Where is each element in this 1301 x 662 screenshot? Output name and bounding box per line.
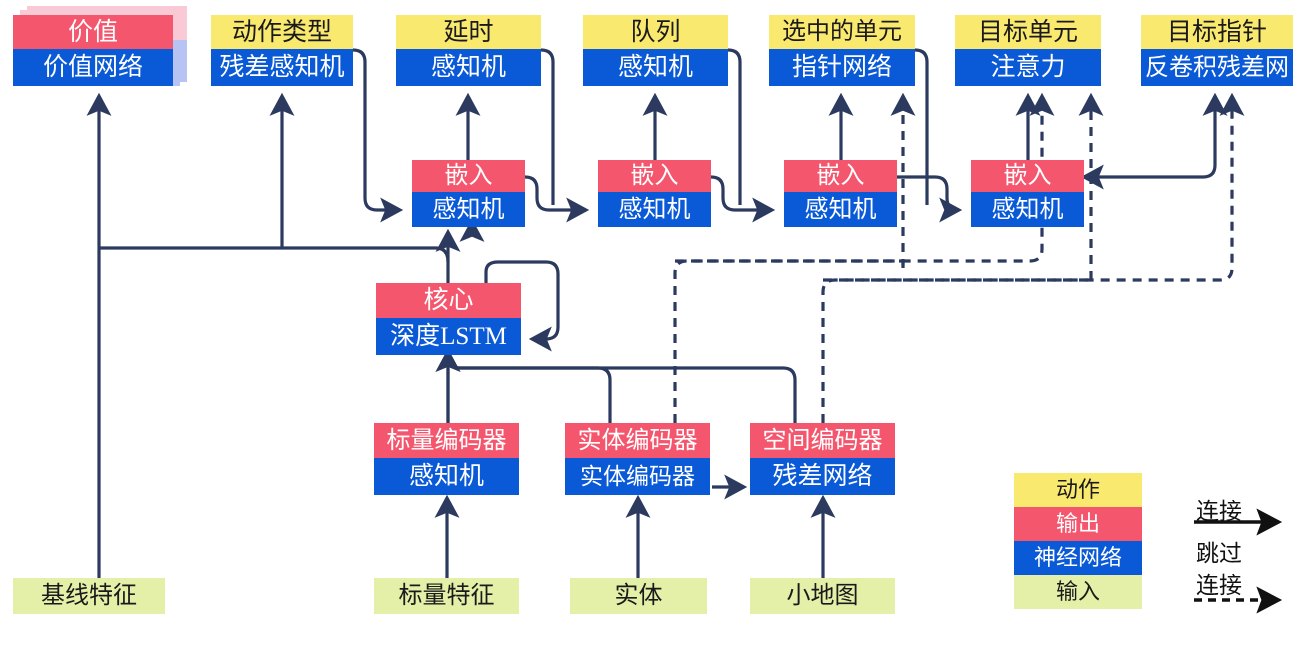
embed-4-net-label: 感知机 [971,192,1084,227]
head-queue-net-label: 感知机 [583,49,728,86]
head-queue-action-label: 队列 [583,15,728,49]
head-target-unit-action-label: 目标单元 [955,15,1101,49]
legend-color-key: 动作 输出 神经网络 输入 [1014,473,1142,609]
scalar-encoder[interactable]: 标量编码器 感知机 [374,423,519,495]
head-delay-action-label: 延时 [396,15,541,49]
entity-encoder-output-label: 实体编码器 [565,423,710,458]
wire-selected-units-down [914,48,929,205]
head-value-net-label: 价值网络 [13,49,173,86]
legend-row-input: 输入 [1014,575,1142,609]
spatial-encoder[interactable]: 空间编码器 残差网络 [750,423,895,495]
input-minimap[interactable]: 小地图 [750,578,895,614]
embed-2-output-label: 嵌入 [598,160,711,192]
head-action-type-net-label: 残差感知机 [211,49,353,86]
core-node[interactable]: 核心 深度LSTM [376,283,521,355]
head-selected-units-action-label: 选中的单元 [769,15,915,49]
head-value[interactable]: 价值 价值网络 [13,6,187,86]
embed-1[interactable]: 嵌入 感知机 [412,160,525,227]
embed-3[interactable]: 嵌入 感知机 [784,160,897,227]
head-target-unit-net-label: 注意力 [955,49,1101,86]
legend-row-network: 神经网络 [1014,541,1142,575]
embed-4[interactable]: 嵌入 感知机 [971,160,1084,227]
input-scalar-features[interactable]: 标量特征 [374,578,519,614]
wire-spatial-encoder-to-core [435,348,797,423]
embed-1-net-label: 感知机 [412,192,525,227]
head-queue[interactable]: 队列 感知机 [583,15,728,86]
head-target-point[interactable]: 目标指针 反卷积残差网 [1141,15,1293,86]
legend-row-output: 输出 [1014,507,1142,541]
head-delay-net-label: 感知机 [396,49,541,86]
core-net-label: 深度LSTM [376,318,521,355]
wire-embed2-to-embed3 [710,175,776,223]
legend-connect-label: 连接 [1196,499,1242,524]
embed-2[interactable]: 嵌入 感知机 [598,160,711,227]
wire-core-to-left-bus [99,246,450,263]
entity-encoder-net-label: 实体编码器 [565,458,710,495]
core-output-label: 核心 [376,283,521,318]
head-selected-units[interactable]: 选中的单元 指针网络 [769,15,915,86]
embed-3-output-label: 嵌入 [784,160,897,192]
wire-core-self-loop [484,260,560,352]
wire-delay-down [540,48,555,205]
wire-action-type-to-embed1 [352,48,404,223]
head-value-action-label: 价值 [13,15,173,49]
embed-3-net-label: 感知机 [784,192,897,227]
head-action-type[interactable]: 动作类型 残差感知机 [211,15,353,86]
embed-2-net-label: 感知机 [598,192,711,227]
legend-skip-label-line1: 跳过 [1196,541,1242,566]
wire-embed4-to-target-point [1084,92,1228,179]
input-baseline-features[interactable]: 基线特征 [13,578,165,614]
head-action-type-action-label: 动作类型 [211,15,353,49]
wire-embed3-to-embed4 [897,175,963,223]
head-target-point-net-label: 反卷积残差网 [1141,49,1293,86]
embed-1-output-label: 嵌入 [412,160,525,192]
skip-bus-a [675,259,905,268]
wire-queue-down [727,48,742,205]
skip-spatial-to-target-point [821,92,1245,423]
wire-embed1-to-embed2 [524,175,590,223]
spatial-encoder-output-label: 空间编码器 [750,423,895,458]
legend-row-action: 动作 [1014,473,1142,507]
spatial-encoder-net-label: 残差网络 [750,458,895,495]
legend-skip-label-line2: 连接 [1196,573,1242,598]
scalar-encoder-net-label: 感知机 [374,458,519,495]
head-target-point-action-label: 目标指针 [1141,15,1293,49]
input-entities[interactable]: 实体 [570,578,707,614]
scalar-encoder-output-label: 标量编码器 [374,423,519,458]
head-delay[interactable]: 延时 感知机 [396,15,541,86]
head-target-unit[interactable]: 目标单元 注意力 [955,15,1101,86]
embed-4-output-label: 嵌入 [971,160,1084,192]
head-selected-units-net-label: 指针网络 [769,49,915,86]
entity-encoder[interactable]: 实体编码器 实体编码器 [565,423,710,495]
wire-entity-encoder-to-core [435,348,612,423]
